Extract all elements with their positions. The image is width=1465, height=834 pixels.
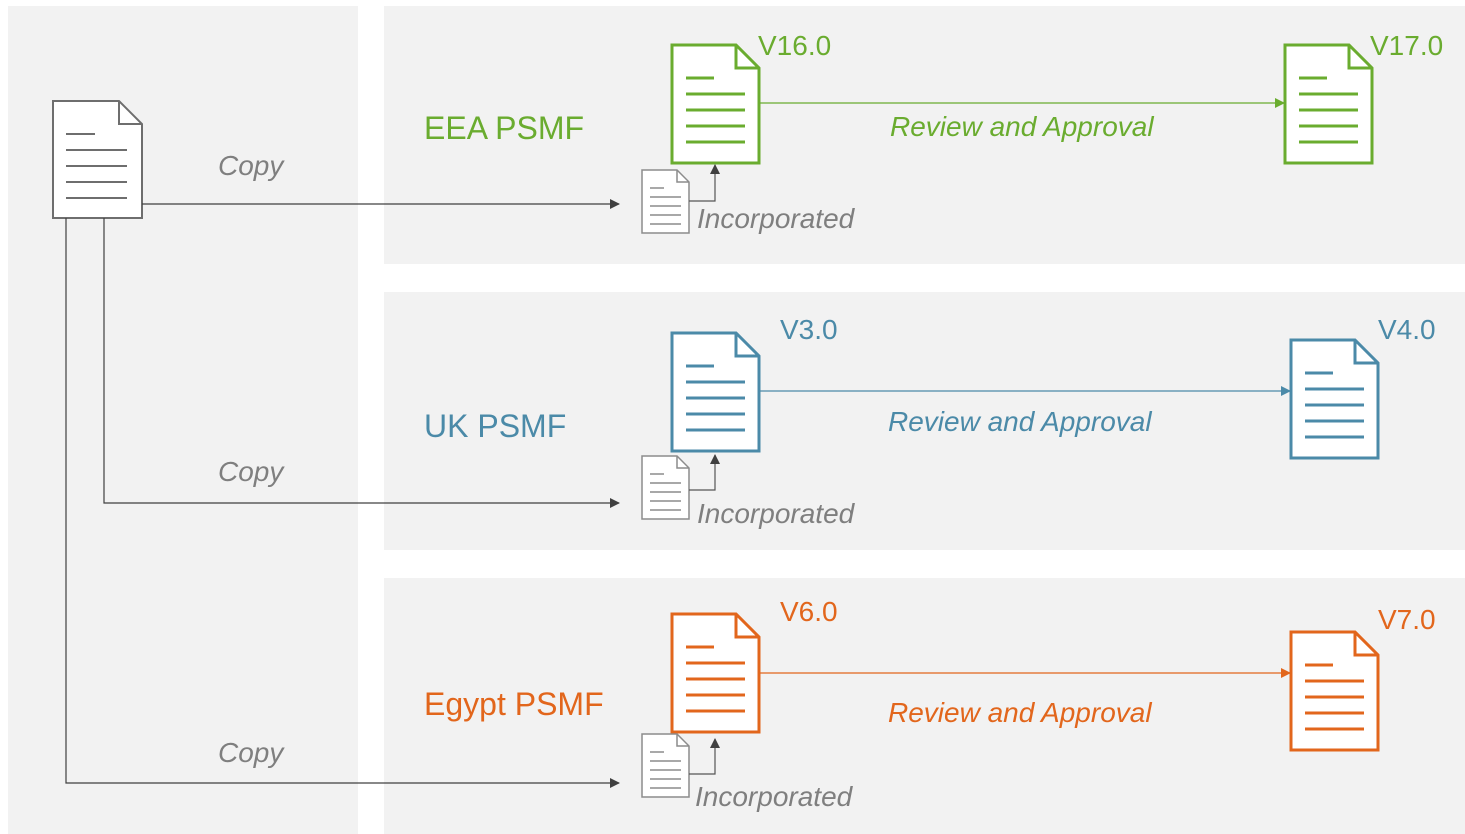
egypt-incorporated-document-icon (641, 733, 690, 798)
egypt-incorporate-arrow (689, 738, 720, 775)
copy-connectors (65, 199, 620, 788)
eea-from-version: V16.0 (758, 30, 832, 61)
copy-label-uk: Copy (218, 456, 284, 487)
eea-to-version: V17.0 (1370, 30, 1444, 61)
copy-label-egypt: Copy (218, 737, 284, 768)
egypt-panel (384, 578, 1465, 834)
uk-from-version: V3.0 (780, 314, 838, 345)
copy-arrow-uk (103, 218, 620, 508)
eea-incorporate-arrow (689, 164, 720, 202)
eea-v16-document-icon (670, 43, 761, 165)
uk-panel (384, 292, 1465, 550)
egypt-from-version: V6.0 (780, 596, 838, 627)
source-document-icon (52, 100, 143, 219)
eea-incorporated-document-icon (641, 169, 690, 234)
eea-flow-label: Review and Approval (890, 111, 1154, 142)
egypt-v7-document-icon (1289, 630, 1380, 752)
uk-v4-document-icon (1289, 338, 1380, 460)
eea-region-label: EEA PSMF (424, 110, 585, 146)
egypt-to-version: V7.0 (1378, 604, 1436, 635)
uk-incorporated-label: Incorporated (697, 498, 855, 529)
egypt-v6-document-icon (670, 612, 761, 734)
copy-arrow-egypt (65, 218, 620, 788)
uk-to-version: V4.0 (1378, 314, 1436, 345)
uk-flow-label: Review and Approval (888, 406, 1152, 437)
eea-v17-document-icon (1283, 43, 1374, 165)
egypt-incorporated-label: Incorporated (695, 781, 853, 812)
egypt-region-label: Egypt PSMF (424, 686, 604, 722)
uk-incorporated-document-icon (641, 455, 690, 520)
uk-incorporate-arrow (689, 454, 720, 491)
egypt-flow-label: Review and Approval (888, 697, 1152, 728)
copy-label-eea: Copy (218, 150, 284, 181)
eea-incorporated-label: Incorporated (697, 203, 855, 234)
uk-region-label: UK PSMF (424, 408, 567, 444)
uk-v3-document-icon (670, 331, 761, 453)
